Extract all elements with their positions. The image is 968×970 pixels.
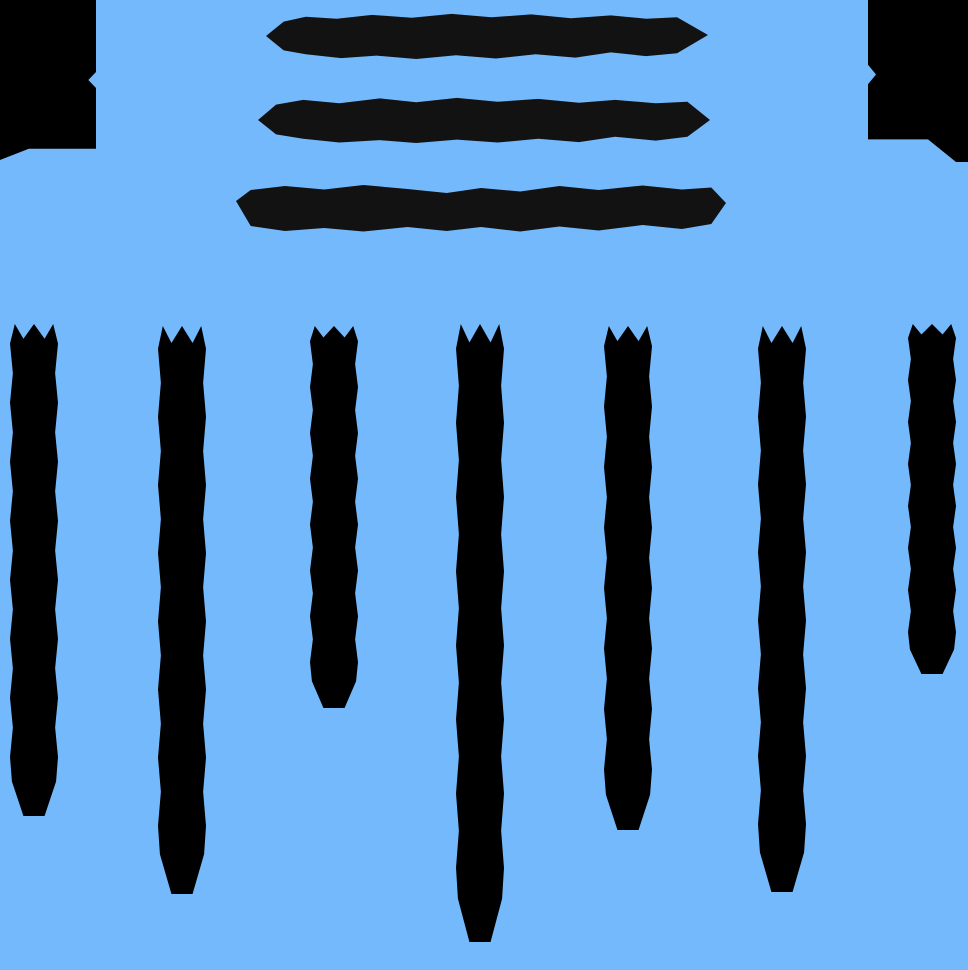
redacted-corner-block-left [0, 0, 96, 160]
redacted-column-label-6 [758, 326, 806, 892]
redacted-corner-block-right [868, 0, 968, 162]
redacted-column-label-3 [310, 326, 358, 708]
redacted-column-label-1 [10, 324, 58, 816]
redacted-column-label-5 [604, 326, 652, 830]
redacted-column-label-2 [158, 326, 206, 894]
redacted-column-label-7 [908, 324, 956, 674]
redacted-column-label-4 [456, 324, 504, 942]
redacted-title-line-3 [236, 185, 726, 232]
redacted-title-line-1 [266, 13, 708, 60]
redacted-title-line-2 [258, 97, 710, 144]
